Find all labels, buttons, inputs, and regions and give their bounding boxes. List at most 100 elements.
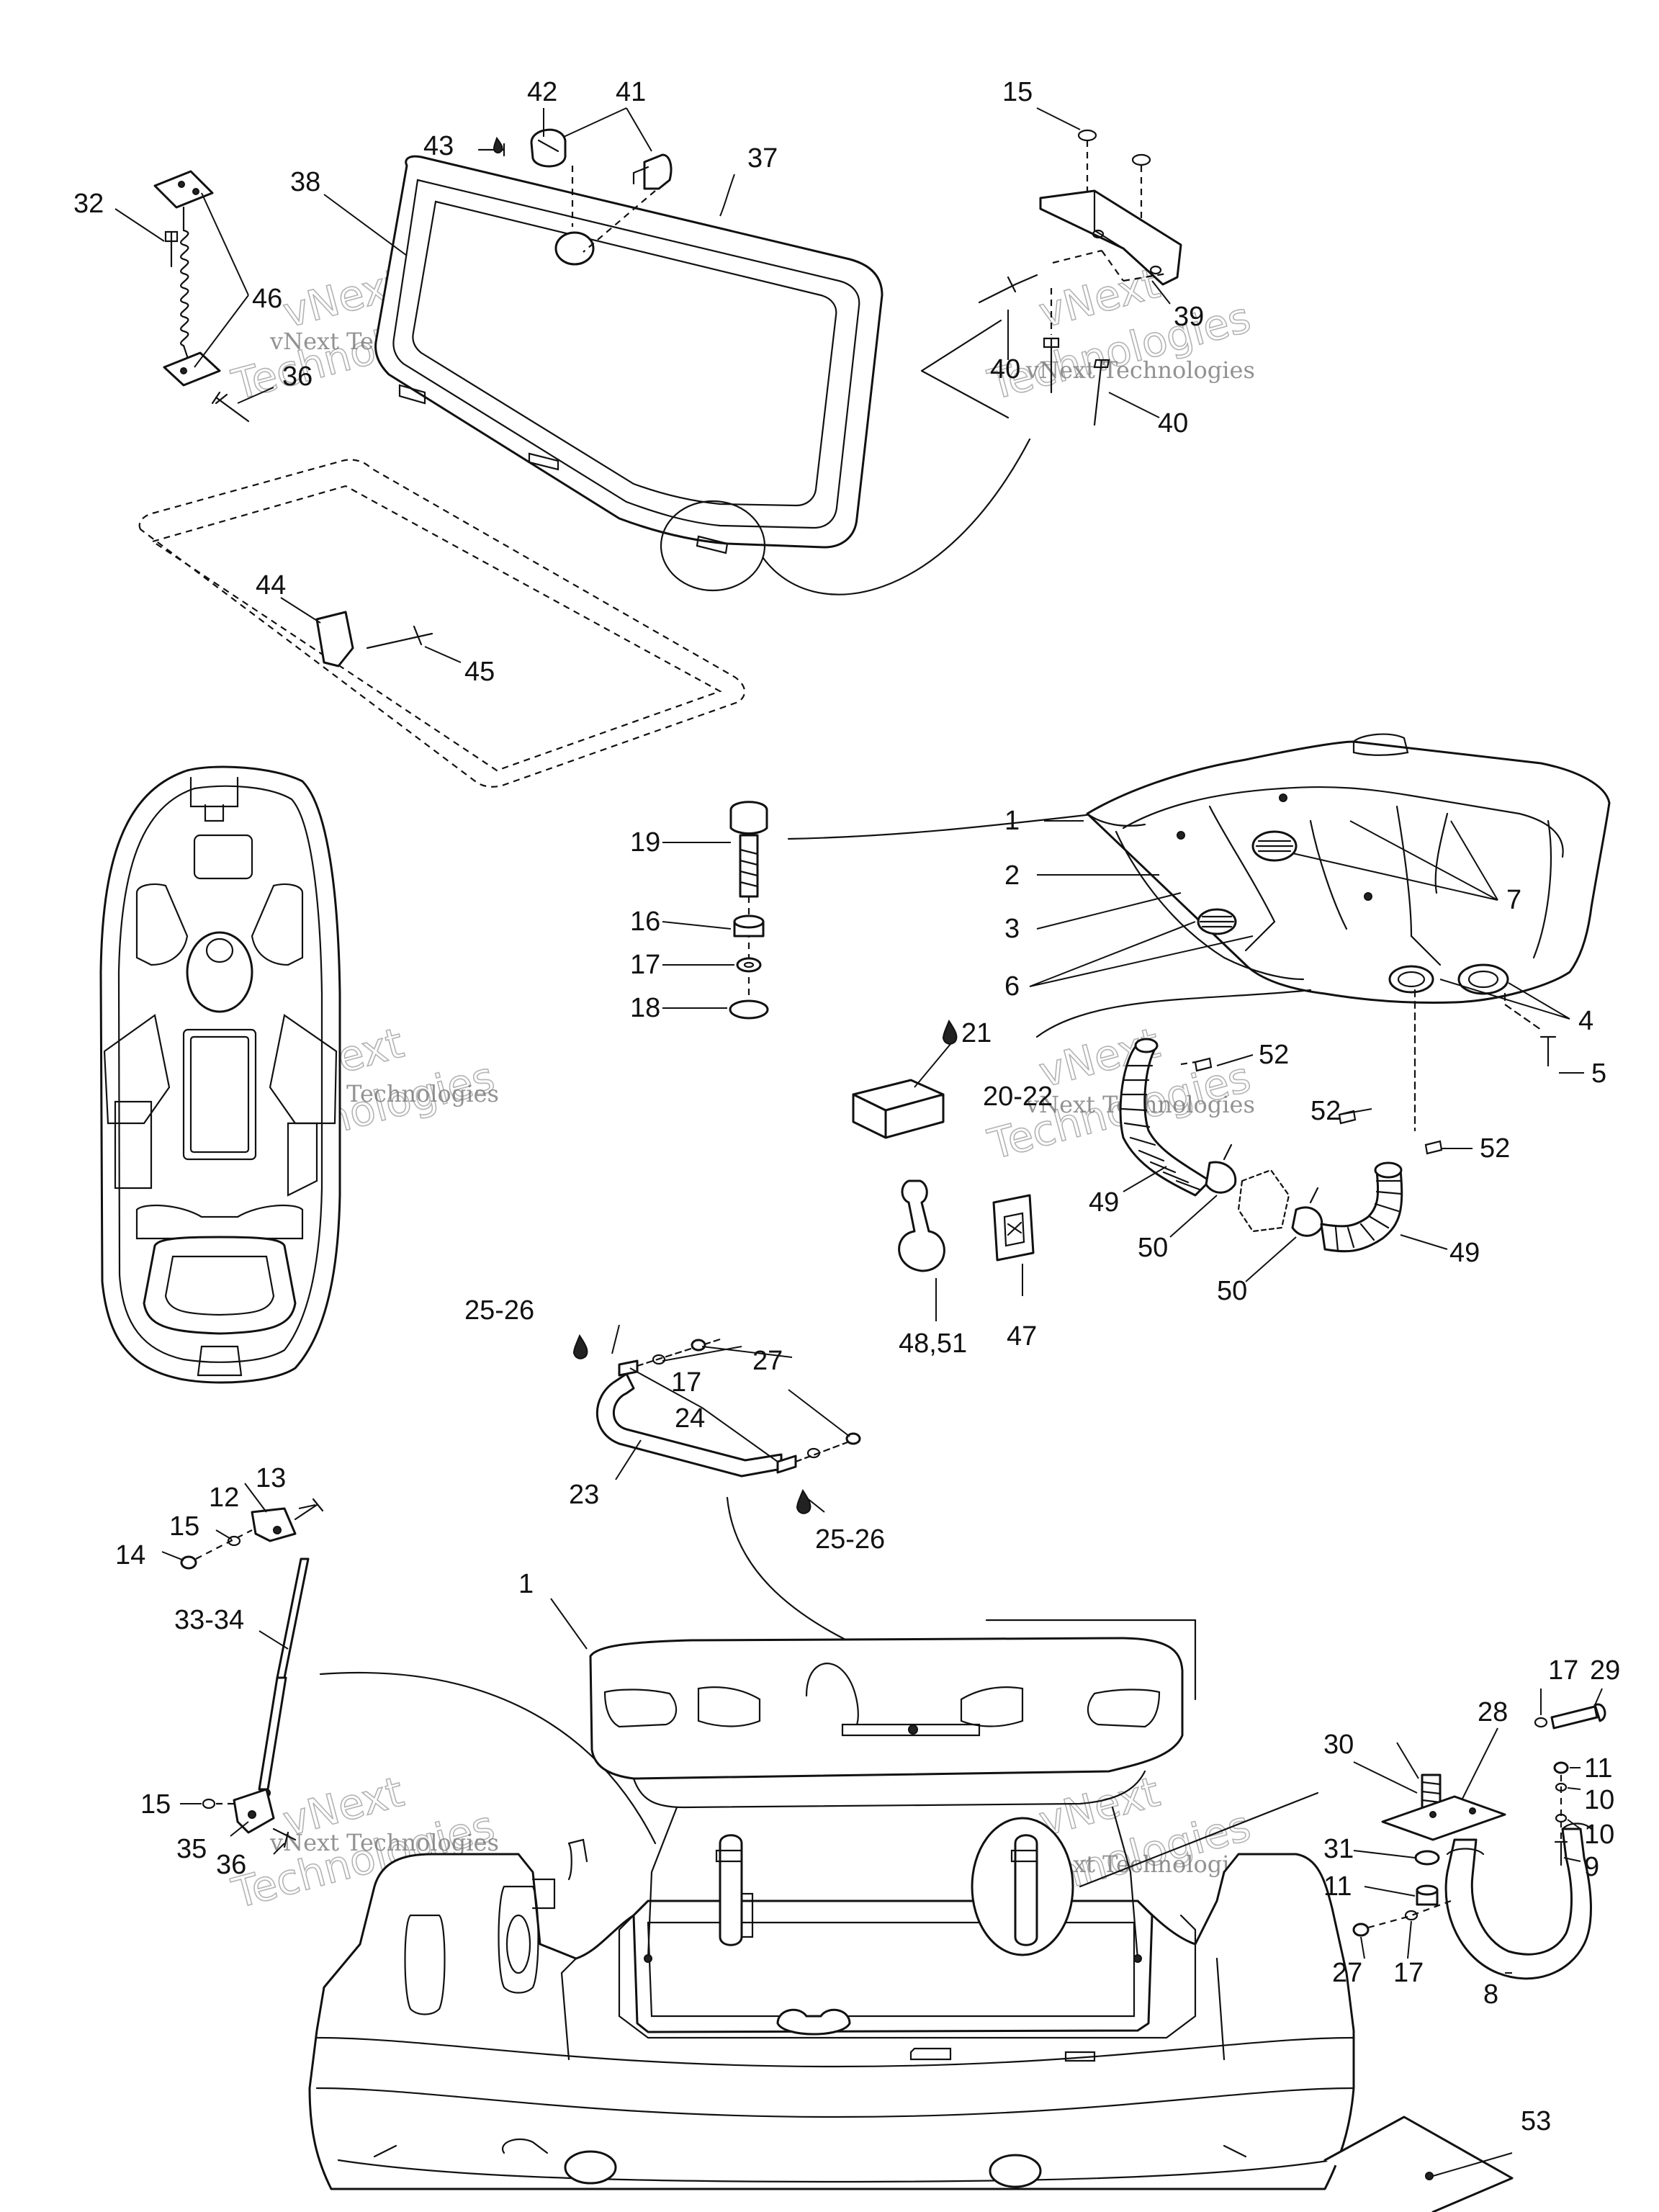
- callout-43: 43: [423, 131, 454, 161]
- callout-29: 29: [1590, 1655, 1620, 1686]
- callout-53: 53: [1521, 2106, 1551, 2136]
- craft-rear-view: [308, 1619, 1355, 2190]
- rivet-40-c: [1093, 359, 1110, 426]
- washer-17-u-bottom: [1404, 1910, 1419, 1921]
- callout-36-top: 36: [282, 361, 313, 392]
- clamp-50-right: [1291, 1206, 1323, 1237]
- adhesive-21-icon: [942, 1019, 958, 1045]
- callout-39: 39: [1174, 302, 1204, 332]
- foam-block-20-22: [852, 1019, 958, 1139]
- u-bracket-assembly: [1352, 1703, 1606, 1980]
- callout-42: 42: [527, 77, 557, 107]
- nut-27-u: [1352, 1923, 1370, 1937]
- hull-top-view: [99, 765, 341, 1384]
- callout-14: 14: [115, 1540, 145, 1570]
- strut-body-33-34: [258, 1676, 287, 1791]
- callout-2: 2: [1004, 860, 1020, 891]
- callout-40-left: 40: [990, 354, 1020, 385]
- washer-17-u: [1534, 1717, 1548, 1728]
- rivet-36-top: [211, 391, 250, 423]
- svg-text:vNext Technologies: vNext Technologies: [269, 1829, 499, 1856]
- callout-40-right: 40: [1158, 408, 1188, 439]
- leader-handle-bracket: [1079, 1791, 1319, 1888]
- bracket-39: [1039, 189, 1182, 286]
- hinge-plate-top: [153, 170, 214, 209]
- hose-49-left: [1119, 1043, 1211, 1197]
- callout-46: 46: [252, 284, 282, 314]
- callout-8: 8: [1483, 1979, 1498, 2010]
- callout-6: 6: [1004, 971, 1020, 1002]
- washer-15-b: [1131, 153, 1151, 166]
- drain-grommet-right: [1457, 963, 1509, 995]
- callout-24: 24: [675, 1403, 705, 1434]
- callout-17-u-top: 17: [1548, 1655, 1578, 1686]
- callout-labels: 32 46 36 38 37 41 42 43 15 39 40 40 44 4…: [73, 77, 1620, 2136]
- rivet-36-strut: [272, 1827, 297, 1848]
- threadlocker-43-icon: [493, 136, 503, 154]
- callout-11-left: 11: [1323, 1871, 1352, 1902]
- lid-outer-frame: [374, 155, 884, 549]
- stud-24-left: [618, 1359, 639, 1377]
- bin-outer: [1086, 740, 1611, 1004]
- callout-47: 47: [1007, 1321, 1037, 1352]
- washer-17-handle-b: [806, 1447, 821, 1459]
- callout-44: 44: [256, 570, 286, 601]
- rivet-40-a: [978, 274, 1038, 304]
- callout-15-top: 15: [1002, 77, 1033, 107]
- detail-bracket-lines: [920, 319, 1010, 419]
- washer-31: [1414, 1850, 1440, 1866]
- callout-20-22: 20-22: [983, 1082, 1053, 1112]
- callout-50-left: 50: [1138, 1233, 1168, 1263]
- rivet-40-b: [1043, 337, 1060, 394]
- lock-hole: [554, 231, 595, 266]
- callout-10-a: 10: [1584, 1785, 1614, 1815]
- callout-52-right: 52: [1480, 1133, 1510, 1164]
- washer-18: [729, 999, 769, 1020]
- screw-13: [294, 1498, 324, 1521]
- screw-52-top: [1194, 1057, 1213, 1072]
- open-lid-1: [589, 1637, 1184, 1780]
- storage-lid-frame: [374, 128, 1031, 595]
- callout-13: 13: [256, 1463, 286, 1493]
- callout-3: 3: [1004, 914, 1020, 944]
- callout-30: 30: [1323, 1730, 1354, 1760]
- detail-leader: [762, 438, 1031, 595]
- lid-tab-right: [696, 535, 729, 554]
- callout-5: 5: [1591, 1058, 1606, 1089]
- cable-tie-48-51: [898, 1179, 945, 1272]
- callout-19: 19: [630, 827, 660, 858]
- lid-inner-edge: [392, 179, 860, 529]
- lid-tab-center: [528, 452, 559, 471]
- callout-32: 32: [73, 189, 104, 219]
- hinge-plate-bottom: [163, 351, 221, 387]
- drain-grommet-left: [1388, 965, 1434, 994]
- storage-well: [632, 1899, 1154, 2033]
- callout-9: 9: [1584, 1852, 1599, 1882]
- bolt-head-19: [729, 801, 768, 835]
- callout-12: 12: [209, 1483, 239, 1513]
- gas-strut-assembly: [180, 1498, 657, 1848]
- callout-36-strut: 36: [216, 1850, 246, 1880]
- nut-27-handle-b: [845, 1432, 861, 1445]
- callout-50-right: 50: [1217, 1276, 1247, 1306]
- callout-49-left: 49: [1089, 1187, 1119, 1218]
- callout-17-stack: 17: [630, 950, 660, 980]
- bracket-12: [251, 1507, 297, 1542]
- bin-divider-left: [1208, 805, 1276, 952]
- callout-37: 37: [747, 143, 778, 174]
- callout-23: 23: [569, 1480, 599, 1510]
- bolt-29: [1550, 1705, 1599, 1730]
- screw-52-right: [1424, 1140, 1443, 1155]
- callout-leaders: [114, 107, 1603, 2177]
- callout-4: 4: [1578, 1006, 1593, 1036]
- callout-28: 28: [1478, 1697, 1508, 1727]
- callout-45: 45: [464, 657, 495, 687]
- callout-15-strut-bottom: 15: [140, 1789, 171, 1820]
- washer-15-strut-bottom: [202, 1798, 216, 1809]
- callout-25-26-bottom: 25-26: [815, 1524, 885, 1555]
- storage-bin-assembly: [1035, 733, 1611, 1132]
- strut-rod: [276, 1557, 310, 1679]
- callout-18: 18: [630, 993, 660, 1023]
- callout-27-u: 27: [1332, 1958, 1362, 1988]
- callout-33-34: 33-34: [174, 1605, 244, 1635]
